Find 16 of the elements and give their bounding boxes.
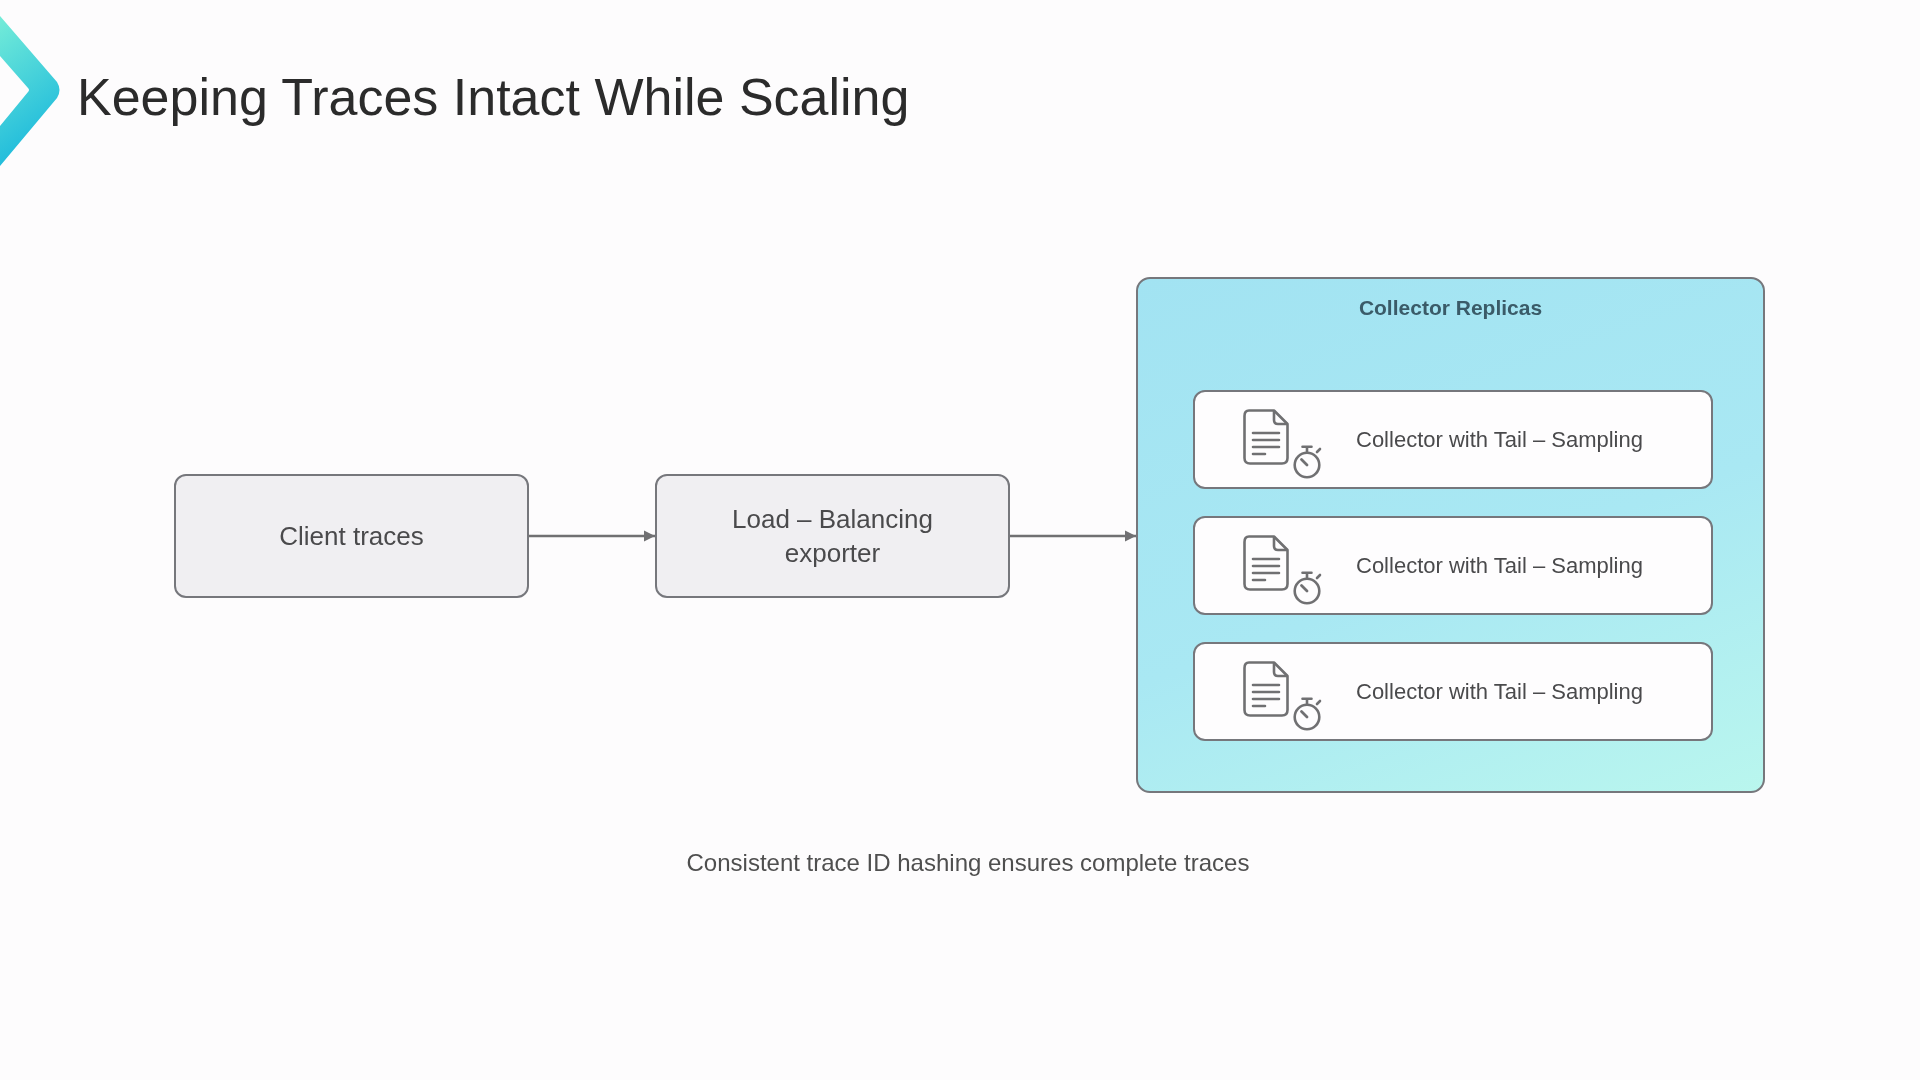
arrow: [529, 530, 655, 542]
node-label: Load – Balancing exporter: [731, 502, 934, 570]
group-container: [1136, 277, 1765, 793]
node-label: Collector with Tail – Sampling: [1356, 552, 1643, 580]
group-heading: Collector Replicas: [1357, 295, 1544, 321]
collector-card: [1193, 642, 1713, 741]
collector-card: [1193, 516, 1713, 615]
process-box: [174, 474, 529, 598]
node-label: Collector with Tail – Sampling: [1356, 678, 1643, 706]
caption-text: Consistent trace ID hashing ensures complete traces: [686, 849, 1250, 878]
collector-card: [1193, 390, 1713, 489]
arrow: [1010, 530, 1136, 542]
node-label: Client traces: [279, 519, 424, 553]
node-label: Collector with Tail – Sampling: [1356, 426, 1643, 454]
process-box: [655, 474, 1010, 598]
slide-title: Keeping Traces Intact While Scaling: [77, 68, 910, 128]
